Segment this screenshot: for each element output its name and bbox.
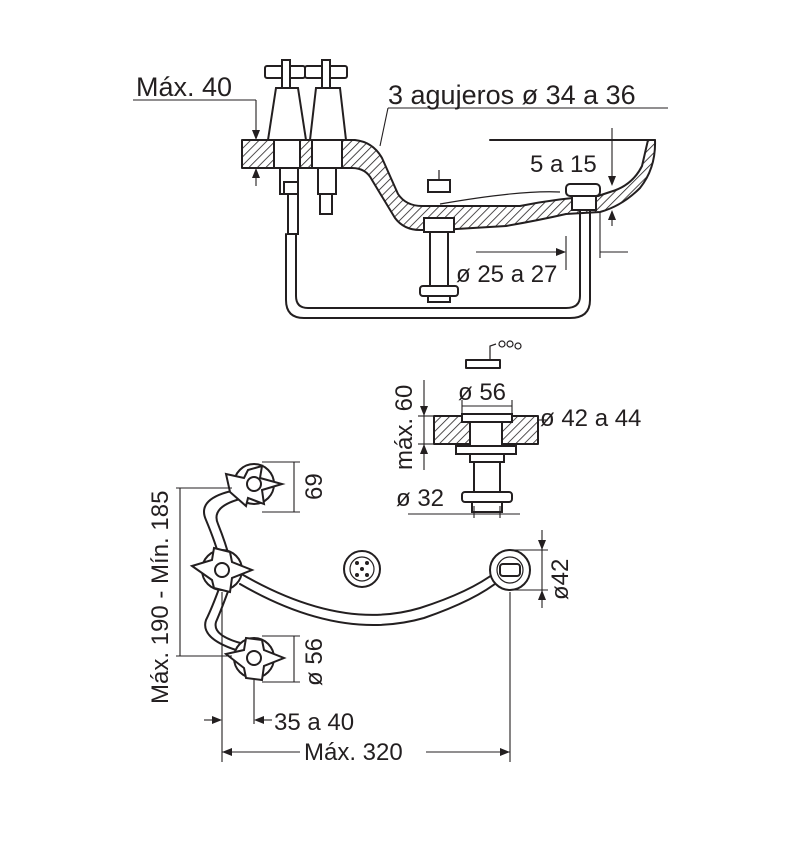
- label-69: 69: [301, 473, 328, 500]
- supply-pipe: [285, 205, 591, 319]
- hose-lower: [204, 585, 237, 651]
- label-5-a-15: 5 a 15: [530, 151, 597, 178]
- cross-handle-bottom: [223, 636, 287, 682]
- label-max-60: máx. 60: [391, 385, 418, 470]
- cross-handle-top: [224, 463, 286, 508]
- label-dia-42-44: ø 42 a 44: [540, 405, 641, 432]
- label-max-320: Máx. 320: [304, 739, 403, 766]
- drain-plan: [343, 550, 381, 588]
- label-dia-42: ø42: [547, 559, 574, 600]
- right-tap-side: [304, 59, 348, 215]
- side-section-view: [133, 59, 668, 319]
- spout-plan: [489, 549, 531, 591]
- label-holes: 3 agujeros ø 34 a 36: [388, 80, 636, 110]
- label-35-a-40: 35 a 40: [274, 709, 354, 736]
- left-tap-side: [264, 59, 308, 235]
- label-190-185: Máx. 190 - Mín. 185: [147, 491, 174, 704]
- basin-section: [241, 139, 657, 231]
- drain-detail-view: [408, 340, 548, 518]
- label-max-40: Máx. 40: [136, 72, 232, 102]
- label-dia-56-top: ø 56: [458, 379, 506, 406]
- hose-to-spout: [237, 571, 497, 616]
- label-dia-25-27: ø 25 a 27: [456, 261, 557, 288]
- spout-side: [565, 183, 601, 211]
- drain-side: [419, 170, 459, 303]
- cross-handle-middle: [189, 546, 255, 594]
- plan-view: [176, 461, 548, 762]
- label-dia-56-side: ø 56: [301, 638, 328, 686]
- label-dia-32: ø 32: [396, 485, 444, 512]
